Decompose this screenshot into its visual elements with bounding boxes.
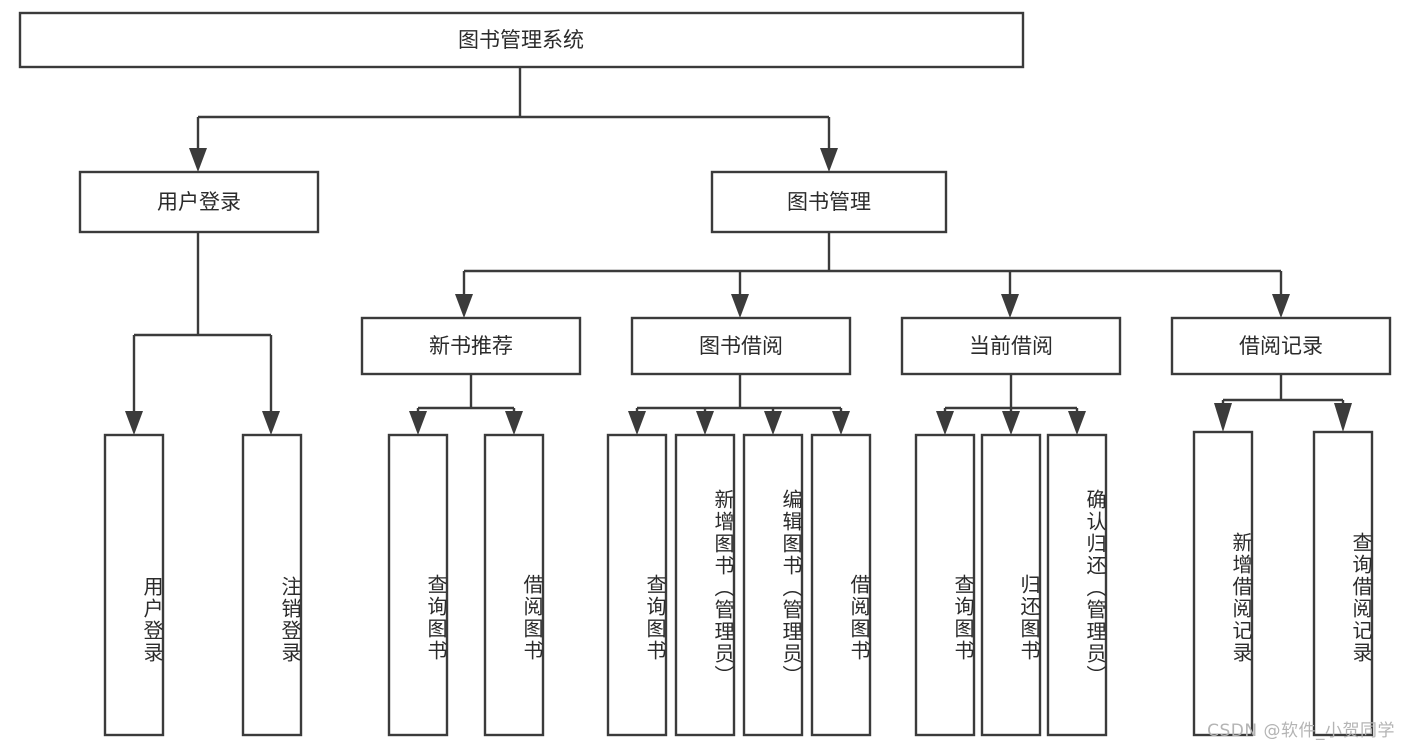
arrow-head-user-login [189,148,207,172]
node-user-login[interactable]: 用户登录 [78,170,320,234]
node-book-manage-box[interactable] [710,170,948,234]
node-leaf-borrow-book-2-box[interactable] [810,433,872,737]
node-leaf-query-book-2-box[interactable] [606,433,668,737]
arrow-head-leaf-borrow-book-2 [832,411,850,435]
node-new-book-recommend-label: 新书推荐 [429,334,513,358]
node-new-book-recommend-box[interactable] [360,316,582,376]
arrow-head-leaf-user-login [125,411,143,435]
node-leaf-add-book-box[interactable] [674,433,736,737]
node-root-label: 图书管理系统 [458,28,584,52]
node-user-login-label: 用户登录 [157,190,241,214]
arrow-head-book-manage [820,148,838,172]
arrow-head-new-book-recommend [455,294,473,318]
node-leaf-user-login-box[interactable] [103,433,165,737]
arrow-head-leaf-query-book-2 [628,411,646,435]
node-root-box[interactable] [18,11,1025,69]
node-borrow-record-box[interactable] [1170,316,1392,376]
node-leaf-query-record-box[interactable] [1312,430,1374,737]
node-book-manage-label: 图书管理 [787,190,871,214]
node-current-borrow-label: 当前借阅 [969,334,1053,358]
node-root[interactable]: 图书管理系统 [18,11,1025,69]
node-leaf-return-book-box[interactable] [980,433,1042,737]
arrow-head-borrow-record [1272,294,1290,318]
csdn-watermark: CSDN @软件_小贺同学 [1207,721,1395,741]
arrow-head-leaf-borrow-book-1 [505,411,523,435]
connector-group [125,67,1352,435]
node-book-manage[interactable]: 图书管理 [710,170,948,234]
node-leaf-query-book-1-box[interactable] [387,433,449,737]
arrow-head-leaf-add-record [1214,403,1232,432]
arrow-head-leaf-add-book [696,411,714,435]
node-book-borrow-label: 图书借阅 [699,334,783,358]
arrow-head-leaf-query-record [1334,403,1352,432]
node-user-login-box[interactable] [78,170,320,234]
node-book-borrow-box[interactable] [630,316,852,376]
node-leaf-borrow-book-1-box[interactable] [483,433,545,737]
arrow-head-leaf-edit-book [764,411,782,435]
arrow-head-leaf-query-book-1 [409,411,427,435]
arrow-head-current-borrow [1001,294,1019,318]
node-new-book-recommend[interactable]: 新书推荐 [360,316,582,376]
arrow-head-leaf-logout-login [262,411,280,435]
node-leaf-add-record-box[interactable] [1192,430,1254,737]
node-book-borrow[interactable]: 图书借阅 [630,316,852,376]
node-current-borrow[interactable]: 当前借阅 [900,316,1122,376]
node-leaf-logout-login-box[interactable] [241,433,303,737]
node-current-borrow-box[interactable] [900,316,1122,376]
node-leaf-query-book-3-box[interactable] [914,433,976,737]
arrow-head-leaf-query-book-3 [936,411,954,435]
arrow-head-leaf-confirm-return [1068,411,1086,435]
arrow-head-book-borrow [731,294,749,318]
node-leaf-edit-book-box[interactable] [742,433,804,737]
node-borrow-record-label: 借阅记录 [1239,334,1323,358]
arrow-head-leaf-return-book [1002,411,1020,435]
node-leaf-confirm-return-box[interactable] [1046,433,1108,737]
node-borrow-record[interactable]: 借阅记录 [1170,316,1392,376]
